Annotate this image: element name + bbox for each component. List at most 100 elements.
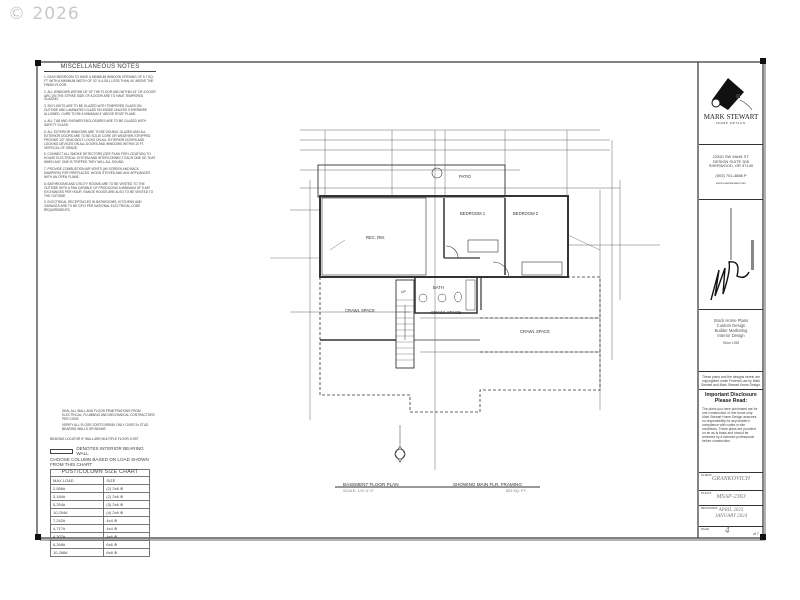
- size: 6x8 ⊕: [103, 547, 150, 557]
- bearing-wall-label: DENOTES INTERIOR BEARING WALL: [76, 445, 144, 457]
- address-line: 22520 SW MAIN ST.: [712, 154, 750, 159]
- copyright-section: These plans and the designs herein are c…: [699, 372, 763, 390]
- copyright-watermark: © 2026: [8, 4, 80, 24]
- bearing-wall-symbol: [50, 448, 74, 454]
- max-load: 7,242#: [49, 515, 105, 525]
- plan-subtitle: SHOWING MAIN FLR. FRAMING: [453, 482, 522, 487]
- max-load: 5,254#: [49, 499, 105, 509]
- address-line: SHERWOOD, OR 97140: [708, 163, 754, 169]
- client-label: CLIENT:: [701, 473, 713, 477]
- legend-note: VERIFY ALL FLOOR JOISTS BREAK ONLY OVER …: [62, 423, 149, 432]
- note-item: 7. PROVIDE COMBUSTION AIR VENTS (W/ SCRE…: [44, 167, 151, 179]
- service-item: Interior Design: [717, 333, 745, 338]
- client-section: CLIENT: GRANKOVICH: [699, 473, 763, 491]
- max-load: 10,288#: [49, 547, 105, 557]
- disclosure-section: Important Disclosure Please Read: The pl…: [699, 390, 763, 473]
- size: 6x6 ⊕: [103, 539, 150, 549]
- disclosure-title: Important Disclosure Please Read:: [705, 392, 757, 404]
- phone-number: (503) 701-4888 P: [715, 172, 747, 178]
- bearing-locator-note: BEARING LOCATOR IF WALL ARE MULTIPLE FLO…: [50, 436, 139, 441]
- note-item: 2. ALL WINDOWS WITHIN 18" OF THE FLOOR A…: [44, 89, 156, 102]
- services-section: Stock Home Plans Custom Design Builder M…: [699, 310, 763, 372]
- page-number: 4: [725, 525, 730, 535]
- notes-heading: MISCELLANEOUS NOTES: [44, 64, 156, 72]
- note-item: 9. ELECTRICAL RECEPTACLES IN BATHROOMS, …: [44, 200, 142, 213]
- corner-mark: [35, 60, 41, 66]
- note-item: 1. EACH BEDROOM TO HAVE A MINIMUM WINDOW…: [44, 74, 154, 87]
- max-load: 3,184#: [49, 491, 105, 501]
- address-line: DESIGN SUITE 305: [712, 158, 749, 164]
- table-row: 7,242#4x4 ⊕: [49, 515, 150, 525]
- address-section: 22520 SW MAIN ST. DESIGN SUITE 305 SHERW…: [699, 145, 763, 200]
- max-load: 10,254#: [49, 507, 105, 517]
- size: (2) 2x6 ⊕: [103, 483, 150, 493]
- room-label-patio: PATIO: [459, 174, 472, 179]
- size: 4x4 ⊕: [103, 523, 150, 533]
- note-item: 6. CONNECT ALL SMOKE DETECTORS (SEE PLAN…: [44, 152, 156, 165]
- brand-name: MARK STEWART: [703, 113, 759, 121]
- room-label-rec-room: REC. RM.: [366, 235, 385, 240]
- since-year: Since 1983: [722, 341, 740, 345]
- service-item: Builder Marketing: [714, 328, 748, 333]
- brand-subtitle: HOME DESIGN: [716, 121, 746, 125]
- stair-label: UP: [401, 290, 406, 294]
- room-label-crawl-space: CRAWL SPACE: [520, 329, 550, 334]
- revisions-label: REVISIONS:: [701, 506, 719, 510]
- room-label-bedroom-1: BEDROOM 1: [460, 211, 486, 216]
- sheet-border: [36, 61, 764, 539]
- revision-date: JANUARY 2024: [714, 513, 748, 519]
- designer-signature-icon: [710, 208, 754, 301]
- choose-column-note: CHOOSE COLUMN BASED ON LOAD SHOWN FROM T…: [50, 456, 149, 467]
- service-item: Custom Design: [716, 323, 746, 328]
- plan-number: MSAP-2363: [716, 494, 746, 500]
- website-link[interactable]: www.markstewart.com: [715, 181, 746, 186]
- max-load: 8,268#: [49, 539, 105, 549]
- column-header: SIZE: [103, 475, 150, 485]
- corner-mark: [35, 534, 41, 540]
- max-load: 4,717#: [49, 523, 105, 533]
- signature-section: [699, 200, 763, 310]
- legend-note: SEAL ALL WALL AND FLOOR PENETRATIONS FRO…: [62, 409, 155, 421]
- client-name: GRANKOVICH: [712, 476, 750, 482]
- page-count: of 7: [753, 532, 759, 536]
- plan-area: 823 SQ. FT.: [506, 489, 526, 493]
- note-item: 4. ALL TUB AND SHOWER ENCLOSURES ARE TO …: [44, 119, 146, 127]
- disclosure-text: The plans you have purchased are for one…: [702, 407, 758, 444]
- table-row: 3,184#(2) 2x6 ⊕: [49, 491, 150, 501]
- table-row: 10,254#(4) 2x6 ⊕: [49, 507, 150, 517]
- framing-legend: SEAL ALL WALL AND FLOOR PENETRATIONS FRO…: [49, 409, 155, 557]
- page-section: PAGE 4 of 7: [699, 525, 763, 538]
- size: (3) 2x6 ⊕: [103, 499, 150, 509]
- note-item: 8. BATHROOMS AND UTILITY ROOMS ARE TO BE…: [44, 181, 154, 198]
- chart-title: POST/COLUMN SIZE CHART: [50, 469, 150, 476]
- table-row: 8,268#6x6 ⊕: [49, 539, 150, 549]
- size: (4) 2x6 ⊕: [103, 507, 150, 517]
- table-row: 4,717#4x4 ⊕: [49, 523, 150, 533]
- revision-date: APRIL 2023: [718, 508, 744, 513]
- table-row: 2,556#(2) 2x6 ⊕: [49, 483, 150, 493]
- logo-section: MARK STEWART HOME DESIGN: [699, 62, 763, 145]
- room-labels: PATIO REC. RM. BEDROOM 1 BEDROOM 2 BATH …: [343, 174, 550, 493]
- plan-number-label: PLAN #: [701, 491, 712, 495]
- miscellaneous-notes: MISCELLANEOUS NOTES 1. EACH BEDROOM TO H…: [44, 64, 156, 534]
- revisions-section: REVISIONS: APRIL 2023 JANUARY 2024: [699, 506, 763, 527]
- room-label-bedroom-2: BEDROOM 2: [513, 211, 539, 216]
- corner-mark: [760, 58, 766, 64]
- table-row: 4,307#4x6 ⊕: [49, 531, 150, 541]
- corner-mark: [760, 534, 766, 540]
- plan-scale: SCALE: 1/4"=1'-0": [343, 489, 375, 493]
- table-row: 5,254#(3) 2x6 ⊕: [49, 499, 150, 509]
- note-item: 3. SKYLIGHTS ARE TO BE GLAZED WITH TEMPE…: [44, 104, 147, 117]
- service-item: Stock Home Plans: [713, 318, 749, 323]
- note-item: 5. ALL EXTERIOR WINDOWS ARE TO BE DOUBLE…: [44, 129, 152, 150]
- max-load: 4,307#: [49, 531, 105, 541]
- size: 4x4 ⊕: [103, 515, 150, 525]
- room-label-crawl-space: CRAWL SPACE: [345, 308, 375, 313]
- table-row: 10,288#6x8 ⊕: [49, 547, 150, 557]
- size: (2) 2x6 ⊕: [103, 491, 150, 501]
- floor-plan: [270, 129, 660, 488]
- title-block: MARK STEWART HOME DESIGN 22520 SW MAIN S…: [699, 62, 763, 538]
- room-label-crawl-space: CRAWL SPACE: [431, 310, 461, 315]
